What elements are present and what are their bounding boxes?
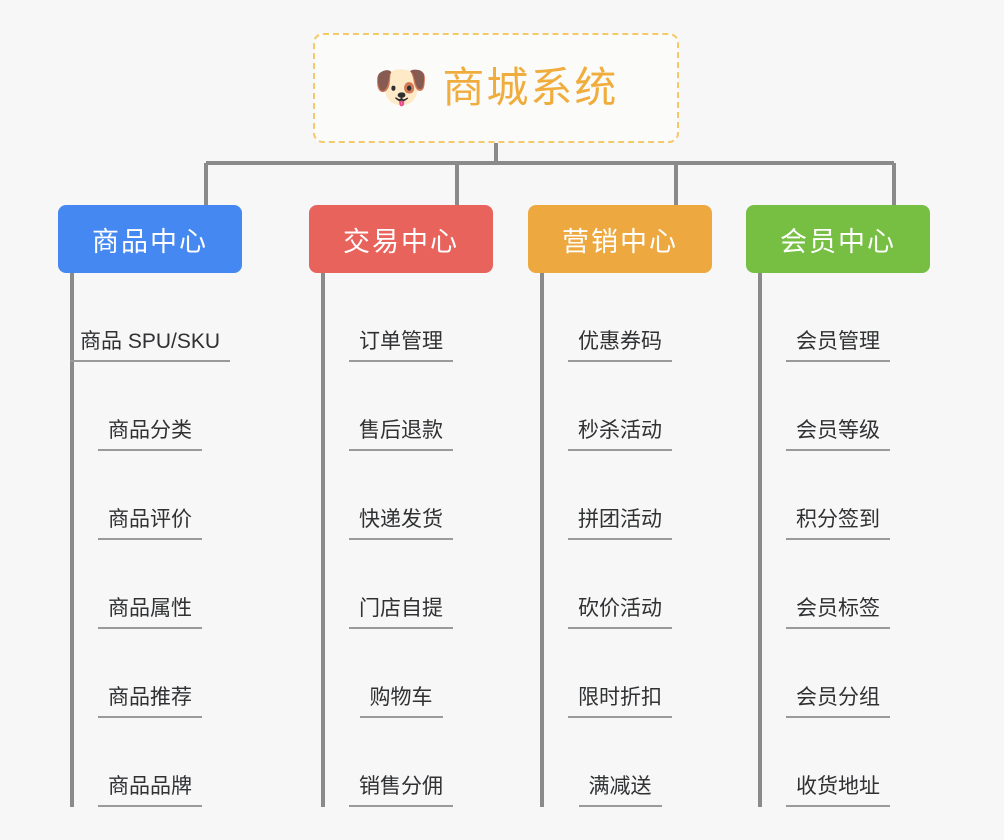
leaf-item[interactable]: 会员等级 — [746, 362, 930, 451]
leaf-item[interactable]: 销售分佣 — [309, 718, 493, 807]
leaf-item-label: 商品属性 — [98, 596, 202, 629]
leaf-item[interactable]: 砍价活动 — [528, 540, 712, 629]
category-header-4[interactable]: 会员中心 — [746, 205, 930, 273]
leaf-item[interactable]: 快递发货 — [309, 451, 493, 540]
leaf-item[interactable]: 售后退款 — [309, 362, 493, 451]
category-header-label: 会员中心 — [780, 226, 896, 257]
leaf-item-label: 购物车 — [359, 685, 443, 718]
category-header-label: 交易中心 — [343, 226, 459, 257]
leaf-item-label: 秒杀活动 — [568, 418, 672, 451]
leaf-item[interactable]: 积分签到 — [746, 451, 930, 540]
leaf-item-label: 满减送 — [578, 774, 662, 807]
leaf-list: 订单管理售后退款快递发货门店自提购物车销售分佣 — [309, 273, 493, 807]
leaf-item-label: 砍价活动 — [568, 596, 672, 629]
category-header-label: 商品中心 — [92, 226, 208, 257]
leaf-item-label: 拼团活动 — [568, 507, 672, 540]
leaf-item-label: 会员分组 — [786, 685, 890, 718]
category-header-label: 营销中心 — [562, 226, 678, 257]
root-title: 商城系统 — [442, 64, 619, 111]
category-header-3[interactable]: 营销中心 — [528, 205, 712, 273]
leaf-item[interactable]: 购物车 — [309, 629, 493, 718]
leaf-list: 会员管理会员等级积分签到会员标签会员分组收货地址 — [746, 273, 930, 807]
leaf-item[interactable]: 优惠券码 — [528, 273, 712, 362]
leaf-item[interactable]: 订单管理 — [309, 273, 493, 362]
leaf-item-label: 快递发货 — [349, 507, 453, 540]
leaf-item-label: 商品推荐 — [98, 685, 202, 718]
leaf-list: 优惠券码秒杀活动拼团活动砍价活动限时折扣满减送 — [528, 273, 712, 807]
leaf-item-label: 积分签到 — [786, 507, 890, 540]
leaf-item[interactable]: 满减送 — [528, 718, 712, 807]
leaf-item[interactable]: 收货地址 — [746, 718, 930, 807]
leaf-item[interactable]: 商品 SPU/SKU — [58, 273, 242, 362]
leaf-item-label: 限时折扣 — [568, 685, 672, 718]
leaf-item-label: 销售分佣 — [349, 774, 453, 807]
leaf-item[interactable]: 秒杀活动 — [528, 362, 712, 451]
leaf-item-label: 商品分类 — [98, 418, 202, 451]
leaf-item[interactable]: 商品品牌 — [58, 718, 242, 807]
leaf-item[interactable]: 门店自提 — [309, 540, 493, 629]
leaf-item[interactable]: 商品推荐 — [58, 629, 242, 718]
leaf-item-label: 会员管理 — [786, 329, 890, 362]
leaf-item[interactable]: 商品属性 — [58, 540, 242, 629]
leaf-item[interactable]: 会员标签 — [746, 540, 930, 629]
leaf-item-label: 订单管理 — [349, 329, 453, 362]
leaf-item-label: 门店自提 — [349, 596, 453, 629]
category-header-2[interactable]: 交易中心 — [309, 205, 493, 273]
leaf-item-label: 商品评价 — [98, 507, 202, 540]
leaf-item-label: 商品 SPU/SKU — [69, 329, 231, 362]
leaf-item[interactable]: 商品评价 — [58, 451, 242, 540]
leaf-item-label: 会员等级 — [786, 418, 890, 451]
leaf-item[interactable]: 拼团活动 — [528, 451, 712, 540]
leaf-item-label: 收货地址 — [786, 774, 890, 807]
leaf-item[interactable]: 限时折扣 — [528, 629, 712, 718]
leaf-item-label: 会员标签 — [786, 596, 890, 629]
leaf-item[interactable]: 会员分组 — [746, 629, 930, 718]
leaf-item-label: 优惠券码 — [568, 329, 672, 362]
leaf-item-label: 商品品牌 — [98, 774, 202, 807]
category-header-1[interactable]: 商品中心 — [58, 205, 242, 273]
dog-face-icon: 🐶 — [373, 63, 429, 112]
root-node[interactable]: 🐶 商城系统 — [313, 33, 679, 143]
leaf-item[interactable]: 商品分类 — [58, 362, 242, 451]
leaf-list: 商品 SPU/SKU 商品分类商品评价商品属性商品推荐商品品牌 — [58, 273, 242, 807]
leaf-item-label: 售后退款 — [349, 418, 453, 451]
leaf-item[interactable]: 会员管理 — [746, 273, 930, 362]
